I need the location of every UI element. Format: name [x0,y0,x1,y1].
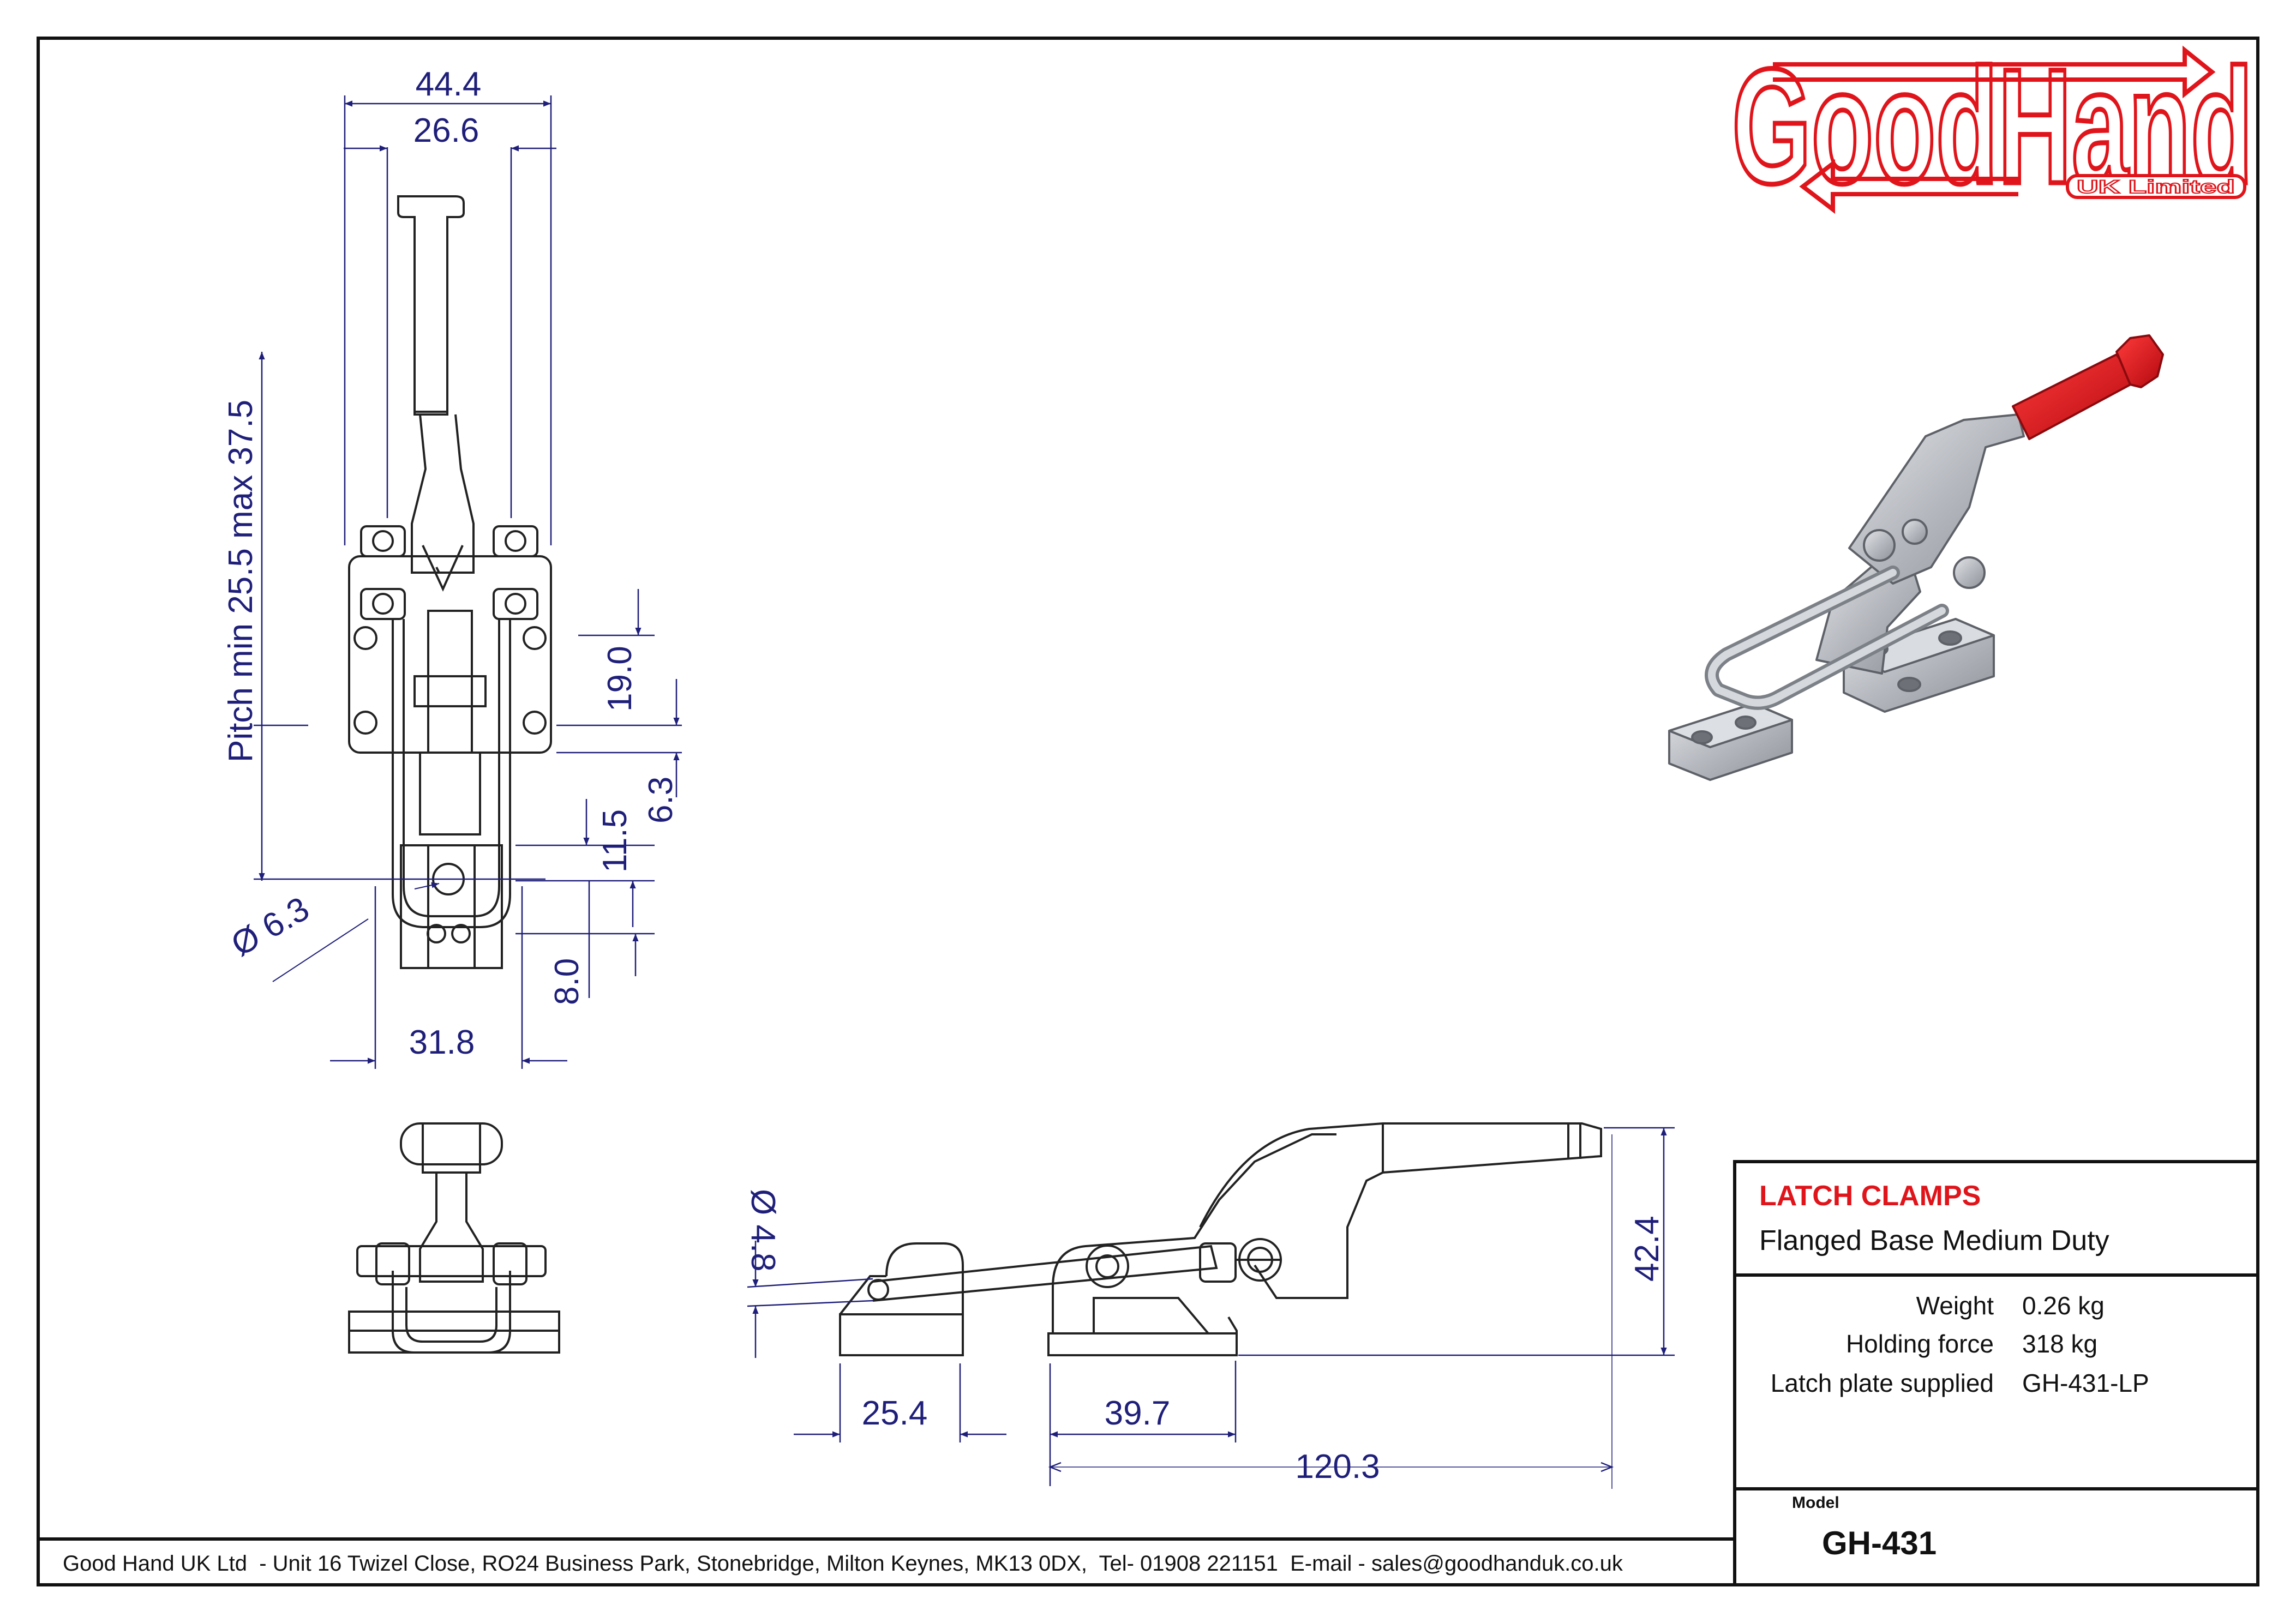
spec-label-holding-force: Holding force [1846,1330,1994,1358]
top-view-dimensions [254,95,682,1069]
logo-sub-box [2066,174,2246,199]
clamp-side-view [839,1122,1602,1356]
dim-42-4: 42.4 [1628,1216,1666,1282]
goodhand-logo: GoodHand UK Limited [1730,32,2256,220]
dim-44-4: 44.4 [416,65,482,103]
dim-11-5: 11.5 [596,809,634,873]
dim-8-0: 8.0 [548,958,586,1005]
clamp-top-view [348,195,552,969]
dim-25-4: 25.4 [862,1394,928,1432]
spec-value-latch-plate: GH-431-LP [2022,1369,2149,1397]
dimension-labels: 44.4 26.6 Pitch min 25.5 max 37.5 19.0 6… [222,65,1666,1486]
dim-39-7: 39.7 [1105,1394,1171,1432]
footer-address: Good Hand UK Ltd - Unit 16 Twizel Close,… [63,1552,1623,1576]
dim-pitch: Pitch min 25.5 max 37.5 [222,400,260,762]
model-number: GH-431 [1822,1525,1937,1561]
dim-31-8: 31.8 [409,1024,475,1061]
dim-dia-4-8: Ø 4.8 [744,1189,782,1272]
spec-label-weight: Weight [1916,1291,1994,1320]
side-view-dimensions [747,1127,1675,1489]
dim-6-3: 6.3 [642,777,680,823]
dim-dia-6-3: Ø 6.3 [225,890,316,964]
product-category: LATCH CLAMPS [1759,1180,1981,1212]
spec-value-weight: 0.26 kg [2022,1291,2105,1320]
model-label: Model [1792,1494,1839,1512]
logo-arrow-top [1773,45,2216,99]
product-description: Flanged Base Medium Duty [1759,1225,2109,1257]
dim-120-3: 120.3 [1295,1448,1380,1486]
spec-value-holding-force: 318 kg [2022,1330,2097,1358]
logo-sub-text: UK Limited [2077,177,2235,197]
clamp-3d-render [1668,334,2164,781]
sheet-border [37,37,2259,1586]
spec-label-latch-plate: Latch plate supplied [1771,1369,1994,1397]
logo-arrow-bottom [1799,159,2018,214]
dim-19-0: 19.0 [601,646,639,712]
clamp-end-view [348,1122,560,1354]
dim-26-6: 26.6 [413,112,479,149]
title-block: LATCH CLAMPS Flanged Base Medium Duty We… [1733,1160,2259,1586]
